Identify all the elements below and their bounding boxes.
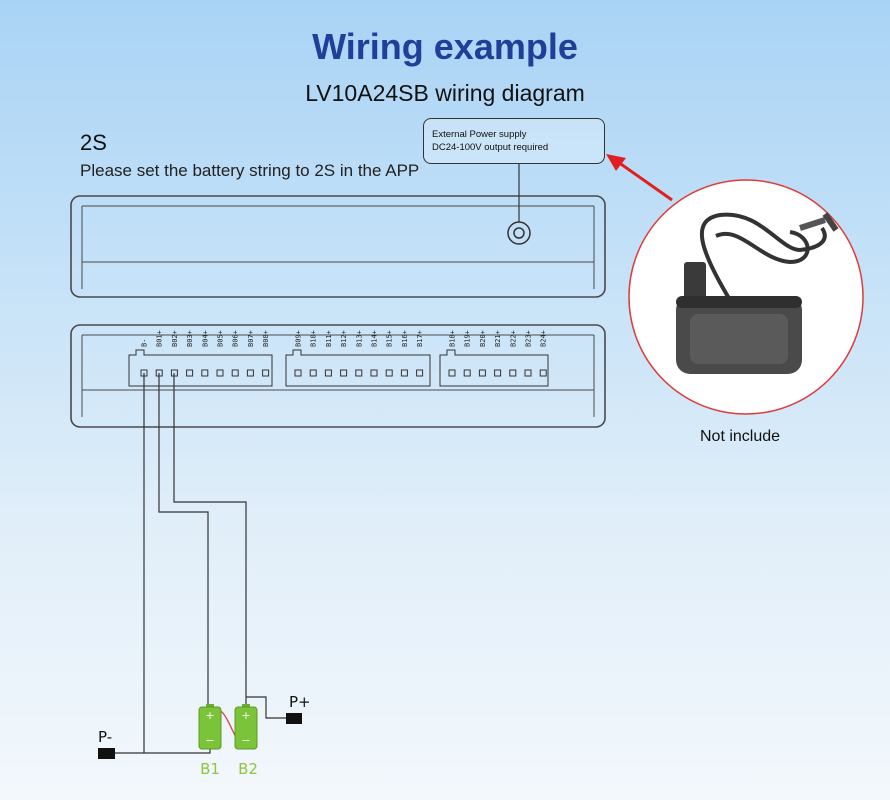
- connector-label-b15: B15+: [386, 330, 394, 347]
- connector-label-b22: B22+: [509, 330, 517, 347]
- connector-pin-b20: [478, 369, 486, 377]
- connector-label-b13: B13+: [355, 330, 363, 347]
- wire-b-minus: [143, 373, 211, 754]
- battery-b1-plus-sign: +: [205, 709, 214, 722]
- battery-b2-plus-sign: +: [241, 709, 250, 722]
- connector-label-b19: B19+: [464, 330, 472, 347]
- power-supply-callout: External Power supply DC24-100V output r…: [423, 118, 605, 164]
- connector-pin-b15: [385, 369, 393, 377]
- p-plus-label: P+: [289, 693, 311, 711]
- connector-label-b17: B17+: [416, 330, 424, 347]
- connector-label-b18: B18+: [449, 330, 457, 347]
- dc-power-jack: [507, 164, 531, 245]
- battery-b2: + −: [234, 704, 258, 750]
- battery-strings-label: 2S: [80, 130, 107, 155]
- diagram-subtitle: LV10A24SB wiring diagram: [305, 80, 585, 106]
- connector-pin-b03: [186, 369, 194, 377]
- connector-label-b20: B20+: [479, 330, 487, 347]
- connector-label-b08: B08+: [262, 330, 270, 347]
- connector-pin-b09: [294, 369, 302, 377]
- connector-pin-b06: [231, 369, 239, 377]
- connector-pin-b12: [340, 369, 348, 377]
- connector-label-b05: B05+: [217, 330, 225, 347]
- app-instruction: Please set the battery string to 2S in t…: [80, 161, 420, 180]
- connector-pin-b05: [216, 369, 224, 377]
- connector-pin-b10: [309, 369, 317, 377]
- connector-block-1: [128, 349, 273, 387]
- battery-b2-minus-sign: −: [241, 734, 250, 747]
- connector-pin-b04: [201, 369, 209, 377]
- device-bottom-housing: [70, 324, 606, 428]
- battery-b1-minus-sign: −: [205, 734, 214, 747]
- connector-label-b04: B04+: [201, 330, 209, 347]
- connector-label-b10: B10+: [310, 330, 318, 347]
- battery-b1: + −: [198, 704, 222, 750]
- not-include-note: Not include: [700, 428, 781, 445]
- connector-label-b07: B07+: [247, 330, 255, 347]
- wire-b02: [173, 373, 247, 707]
- connector-pin-b08: [262, 369, 270, 377]
- connector-block-3: [439, 349, 549, 387]
- power-adapter-image: [628, 179, 864, 415]
- connector-label-b24: B24+: [540, 330, 548, 347]
- connector-pin-b24: [539, 369, 547, 377]
- battery-b2-label: B2: [238, 760, 258, 778]
- wire-b01: [158, 373, 209, 707]
- p-minus-terminal: P-: [98, 728, 115, 759]
- connector-block-2: [285, 349, 431, 387]
- connector-label-b12: B12+: [340, 330, 348, 347]
- connector-label-b21: B21+: [494, 330, 502, 347]
- connector-label-b03: B03+: [186, 330, 194, 347]
- connector-label-b14: B14+: [371, 330, 379, 347]
- connector-label-b11: B11+: [325, 330, 333, 347]
- connector-pin-b23: [524, 369, 532, 377]
- connector-label-b06: B06+: [232, 330, 240, 347]
- connector-pin-b14: [370, 369, 378, 377]
- battery-b1-label: B1: [200, 760, 220, 778]
- connector-pin-b16: [400, 369, 408, 377]
- red-arrow: [606, 154, 673, 202]
- connector-pin-b18: [448, 369, 456, 377]
- p-plus-terminal: P+: [286, 693, 311, 724]
- connector-pin-b17: [416, 369, 424, 377]
- connector-pin-b21: [494, 369, 502, 377]
- wires: [115, 373, 290, 754]
- power-supply-line-2: DC24-100V output required: [432, 142, 549, 153]
- connector-label-b: B-: [141, 339, 149, 347]
- connector-label-b16: B16+: [401, 330, 409, 347]
- connector-label-b23: B23+: [525, 330, 533, 347]
- connector-label-b01: B01+: [156, 330, 164, 347]
- connector-pins: [140, 369, 547, 377]
- device-top-housing: [70, 195, 606, 298]
- connector-pin-b07: [246, 369, 254, 377]
- wire-p-plus: [246, 696, 290, 719]
- connector-pin-b11: [324, 369, 332, 377]
- connector-label-b02: B02+: [171, 330, 179, 347]
- p-minus-label: P-: [98, 728, 112, 746]
- connector-label-b09: B09+: [295, 330, 303, 347]
- connector-pin-b19: [463, 369, 471, 377]
- connector-pin-b13: [355, 369, 363, 377]
- connector-pin-b22: [509, 369, 517, 377]
- page-title: Wiring example: [312, 26, 578, 67]
- connector-labels: B- B01+ B02+ B03+ B04+ B05+ B06+ B07+ B08+ B09+ B1…: [141, 330, 548, 347]
- power-supply-line-1: External Power supply: [432, 129, 527, 140]
